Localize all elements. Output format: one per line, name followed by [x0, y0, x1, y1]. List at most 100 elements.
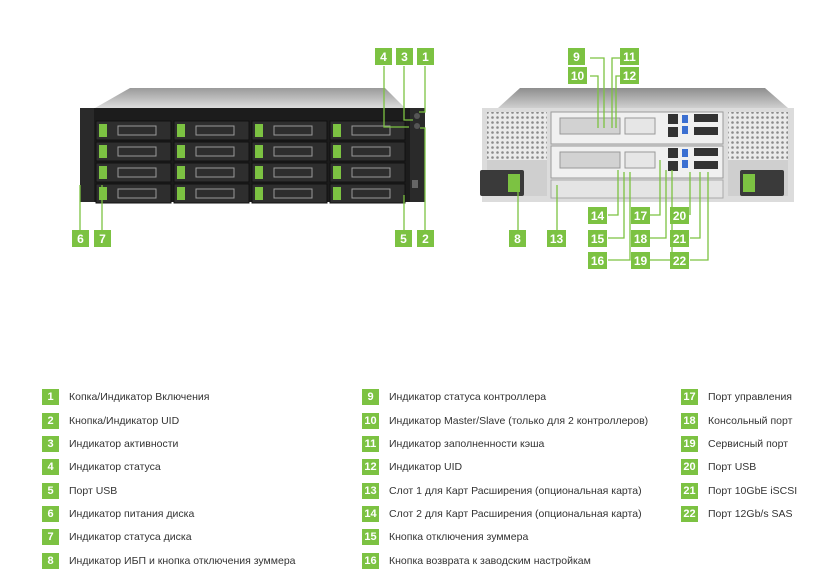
legend-number: 20 [681, 459, 698, 475]
svg-text:12: 12 [623, 69, 637, 83]
drive-bay[interactable] [95, 120, 172, 141]
callout-4: 4 [375, 48, 392, 65]
drive-bay[interactable] [173, 120, 250, 141]
callout-12: 12 [620, 67, 639, 84]
callout-16: 16 [588, 252, 607, 269]
drive-bay[interactable] [329, 183, 406, 204]
legend-number: 8 [42, 553, 59, 569]
legend-label: Кнопка/Индикатор UID [69, 415, 180, 427]
legend-label: Порт 12Gb/s SAS [708, 508, 793, 520]
legend-label: Кнопка отключения зуммера [389, 531, 529, 543]
callout-7: 7 [94, 230, 111, 247]
drive-led [333, 187, 341, 200]
svg-text:13: 13 [550, 232, 564, 246]
legend-label: Индикатор Master/Slave (только для 2 кон… [389, 415, 649, 427]
drive-bay[interactable] [251, 120, 328, 141]
legend-number: 4 [42, 459, 59, 475]
drive-bay[interactable] [95, 141, 172, 162]
svg-text:18: 18 [634, 232, 648, 246]
svg-text:21: 21 [673, 232, 687, 246]
legend-label: Индикатор активности [69, 438, 179, 450]
svg-text:10: 10 [571, 69, 585, 83]
legend-label: Порт управления [708, 391, 792, 403]
callout-14: 14 [588, 207, 607, 224]
svg-text:7: 7 [99, 232, 106, 246]
drive-bay[interactable] [251, 162, 328, 183]
svg-text:5: 5 [400, 232, 407, 246]
legend-number: 10 [362, 413, 379, 429]
legend-item: 13 Слот 1 для Карт Расширения (опциональн… [362, 483, 642, 499]
legend-number: 6 [42, 506, 59, 522]
callout-10: 10 [568, 67, 587, 84]
legend-label: Индикатор заполненности кэша [389, 438, 545, 450]
drive-bay[interactable] [95, 183, 172, 204]
legend-item: 20 Порт USB [681, 459, 756, 475]
drive-bay[interactable] [329, 120, 406, 141]
legend-number: 1 [42, 389, 59, 405]
legend-label: Индикатор статуса [69, 461, 161, 473]
legend-number: 11 [362, 436, 379, 452]
drive-bay[interactable] [251, 183, 328, 204]
legend-label: Порт USB [708, 461, 757, 473]
callout-1: 1 [417, 48, 434, 65]
legend-label: Кнопка возврата к заводским настройкам [389, 555, 591, 567]
drive-led [177, 124, 185, 137]
svg-text:2: 2 [422, 232, 429, 246]
drive-led [333, 166, 341, 179]
drive-led [177, 187, 185, 200]
drive-bay[interactable] [173, 162, 250, 183]
callout-17: 17 [631, 207, 650, 224]
drive-bay[interactable] [329, 141, 406, 162]
callout-2: 2 [417, 230, 434, 247]
legend-number: 18 [681, 413, 698, 429]
callout-21: 21 [670, 230, 689, 247]
drive-led [177, 145, 185, 158]
legend-item: 4 Индикатор статуса [42, 459, 161, 475]
legend-label: Слот 1 для Карт Расширения (опциональная… [389, 485, 642, 497]
legend-number: 19 [681, 436, 698, 452]
front-leader-lines [79, 66, 426, 230]
svg-text:3: 3 [401, 50, 408, 64]
drive-bay[interactable] [173, 141, 250, 162]
drive-bay[interactable] [95, 162, 172, 183]
legend-label: Индикатор питания диска [69, 508, 195, 520]
legend-number: 2 [42, 413, 59, 429]
svg-text:6: 6 [77, 232, 84, 246]
drive-led [255, 124, 263, 137]
legend-item: 11 Индикатор заполненности кэша [362, 436, 544, 452]
drive-bay[interactable] [329, 162, 406, 183]
legend-item: 8 Индикатор ИБП и кнопка отключения зумме… [42, 553, 296, 569]
drive-bay[interactable] [173, 183, 250, 204]
drive-led [255, 145, 263, 158]
drive-led [99, 124, 107, 137]
legend-number: 14 [362, 506, 379, 522]
legend-number: 22 [681, 506, 698, 522]
svg-text:22: 22 [673, 254, 687, 268]
legend-label: Индикатор ИБП и кнопка отключения зуммер… [69, 555, 296, 567]
legend-number: 13 [362, 483, 379, 499]
legend-item: 6 Индикатор питания диска [42, 506, 194, 522]
callout-19: 19 [631, 252, 650, 269]
legend-number: 12 [362, 459, 379, 475]
drive-led [99, 145, 107, 158]
legend-number: 9 [362, 389, 379, 405]
legend-number: 15 [362, 529, 379, 545]
callout-13: 13 [547, 230, 566, 247]
drive-bay[interactable] [251, 141, 328, 162]
callout-20: 20 [670, 207, 689, 224]
callout-6: 6 [72, 230, 89, 247]
front-control-leds [412, 113, 420, 188]
callout-badges: 4 3 1 6 7 5 2 9 11 10 12 8 13 14 15 16 1… [72, 48, 689, 269]
drive-led [99, 166, 107, 179]
svg-text:17: 17 [634, 209, 648, 223]
